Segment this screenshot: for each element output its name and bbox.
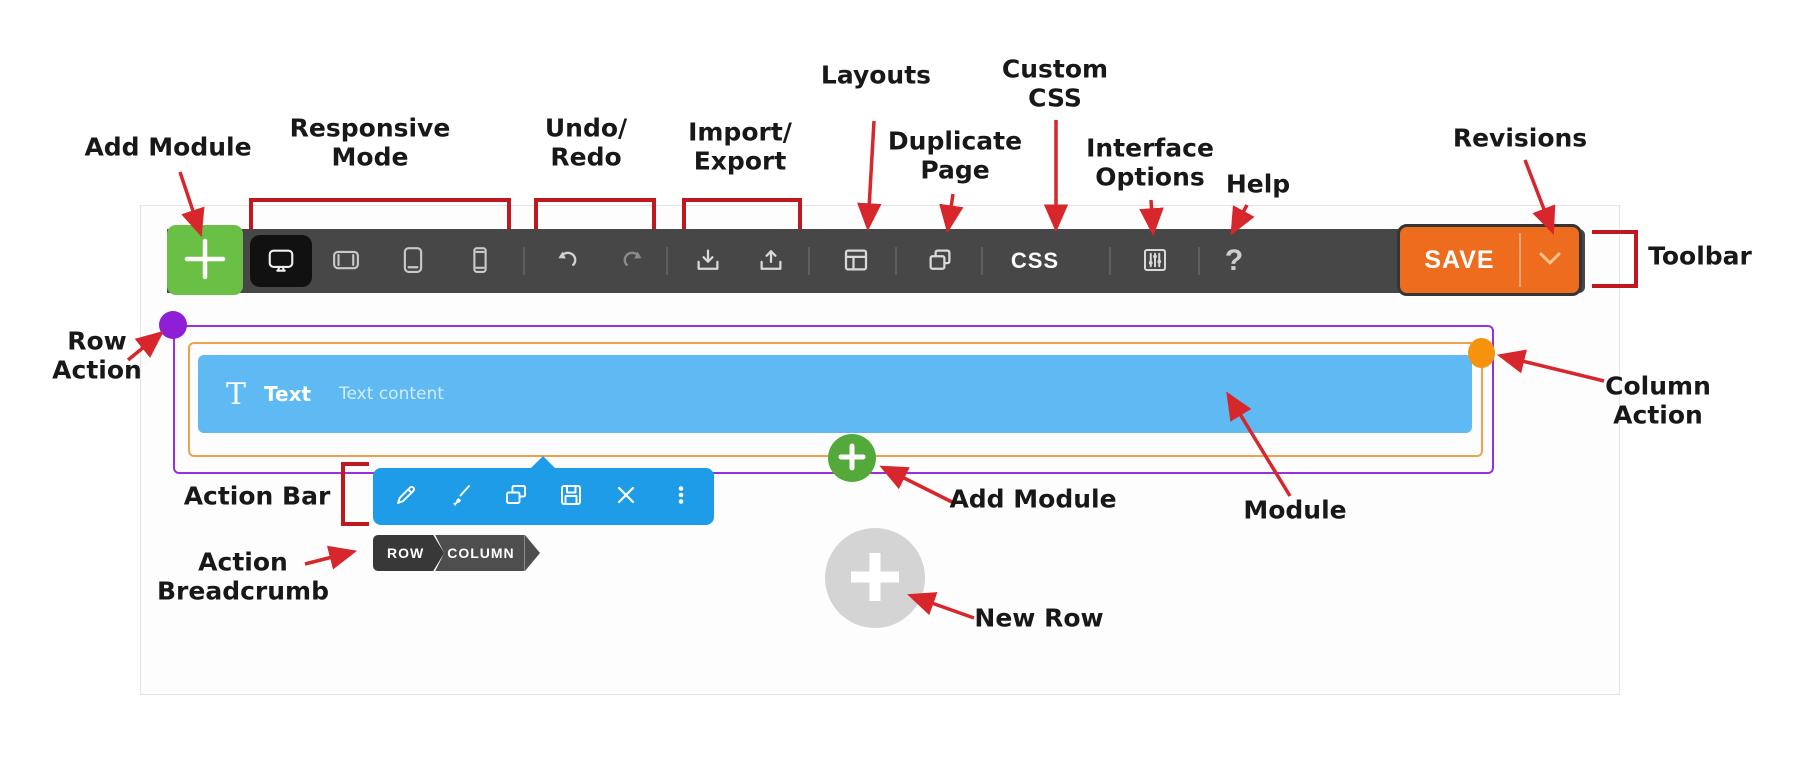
callout-undo-redo: Undo/ Redo: [544, 113, 628, 171]
redo-button[interactable]: [608, 237, 656, 285]
callout-responsive-mode: Responsive Mode: [289, 113, 451, 171]
toolbar-separator: [666, 247, 668, 275]
export-icon: [756, 245, 786, 278]
breadcrumb-column-button[interactable]: COLUMN: [435, 535, 525, 571]
callout-new-row: New Row: [974, 603, 1104, 633]
save-button-divider: [1519, 233, 1521, 287]
style-brush-icon: [447, 481, 475, 512]
undo-button[interactable]: [544, 237, 592, 285]
redo-icon: [617, 245, 647, 278]
callout-toolbar: Toolbar: [1648, 241, 1752, 271]
responsive-tablet-portrait-button[interactable]: [389, 237, 437, 285]
breadcrumb-arrow-tip: [524, 535, 540, 571]
callout-action-breadcrumb: Action Breadcrumb: [157, 547, 329, 605]
duplicate-button[interactable]: [494, 475, 538, 519]
callout-custom-css: Custom CSS: [1001, 54, 1109, 112]
duplicate-page-button[interactable]: [916, 237, 964, 285]
delete-button[interactable]: [604, 475, 648, 519]
callout-add-module-bottom: Add Module: [949, 484, 1117, 514]
add-module-button[interactable]: [167, 225, 243, 295]
new-row-circle-button[interactable]: [825, 528, 925, 628]
delete-x-icon: [612, 481, 640, 512]
toolbar-separator: [1198, 247, 1200, 275]
export-button[interactable]: [747, 237, 795, 285]
tablet-portrait-icon: [398, 245, 428, 278]
save-button-label: SAVE: [1424, 245, 1495, 274]
text-module-type-icon: T: [226, 376, 247, 412]
plus-icon: [847, 549, 903, 608]
row-action-handle[interactable]: [159, 311, 187, 339]
toolbar: CSS ? SAVE: [167, 224, 1585, 296]
responsive-phone-button[interactable]: [456, 237, 504, 285]
callout-layouts: Layouts: [820, 60, 932, 90]
desktop-icon: [266, 245, 296, 278]
callout-action-bar: Action Bar: [183, 481, 331, 511]
interface-options-icon: [1140, 245, 1170, 278]
save-as-button[interactable]: [549, 475, 593, 519]
text-module-placeholder: Text content: [339, 384, 444, 404]
undo-icon: [553, 245, 583, 278]
more-options-button[interactable]: [659, 475, 703, 519]
tablet-landscape-icon: [331, 245, 361, 278]
toolbar-separator: [523, 247, 525, 275]
chevron-down-icon: [1539, 252, 1561, 268]
callout-column-action: Column Action: [1605, 371, 1711, 429]
plus-icon: [184, 238, 226, 283]
layouts-button[interactable]: [832, 237, 880, 285]
callout-duplicate-page: Duplicate Page: [887, 126, 1023, 184]
import-button[interactable]: [684, 237, 732, 285]
text-module[interactable]: T Text Text content: [198, 355, 1472, 433]
style-brush-button[interactable]: [439, 475, 483, 519]
save-floppy-icon: [557, 481, 585, 512]
responsive-desktop-button[interactable]: [257, 237, 305, 285]
callout-interface-options: Interface Options: [1086, 133, 1214, 191]
text-module-title: Text: [264, 382, 312, 406]
plus-icon: [837, 442, 867, 475]
action-bar-caret: [531, 456, 555, 468]
callout-module: Module: [1243, 495, 1347, 525]
breadcrumb-row-button[interactable]: ROW: [373, 535, 444, 571]
more-dots-icon: [667, 481, 695, 512]
action-bar: [373, 456, 714, 525]
add-module-circle-button[interactable]: [828, 434, 876, 482]
help-button[interactable]: ?: [1210, 237, 1258, 285]
toolbar-separator: [1109, 247, 1111, 275]
callout-import-export: Import/ Export: [688, 117, 792, 175]
phone-icon: [465, 245, 495, 278]
save-dropdown-button[interactable]: [1521, 227, 1579, 293]
responsive-tablet-landscape-button[interactable]: [322, 237, 370, 285]
import-icon: [693, 245, 723, 278]
toolbar-separator: [808, 247, 810, 275]
callout-help: Help: [1225, 169, 1291, 199]
action-breadcrumb: ROW COLUMN: [373, 535, 540, 571]
toolbar-separator: [981, 247, 983, 275]
toolbar-separator: [895, 247, 897, 275]
edit-pencil-icon: [392, 481, 420, 512]
layouts-icon: [841, 245, 871, 278]
callout-row-action: Row Action: [52, 326, 142, 384]
edit-button[interactable]: [384, 475, 428, 519]
column-action-handle[interactable]: [1468, 338, 1495, 368]
interface-options-button[interactable]: [1131, 237, 1179, 285]
callout-add-module-top: Add Module: [84, 132, 252, 162]
custom-css-button[interactable]: CSS: [1005, 237, 1065, 285]
save-button[interactable]: SAVE: [1397, 224, 1582, 296]
active-device-highlight: [250, 235, 312, 287]
duplicate-page-icon: [925, 245, 955, 278]
callout-revisions: Revisions: [1452, 123, 1588, 153]
duplicate-icon: [502, 481, 530, 512]
